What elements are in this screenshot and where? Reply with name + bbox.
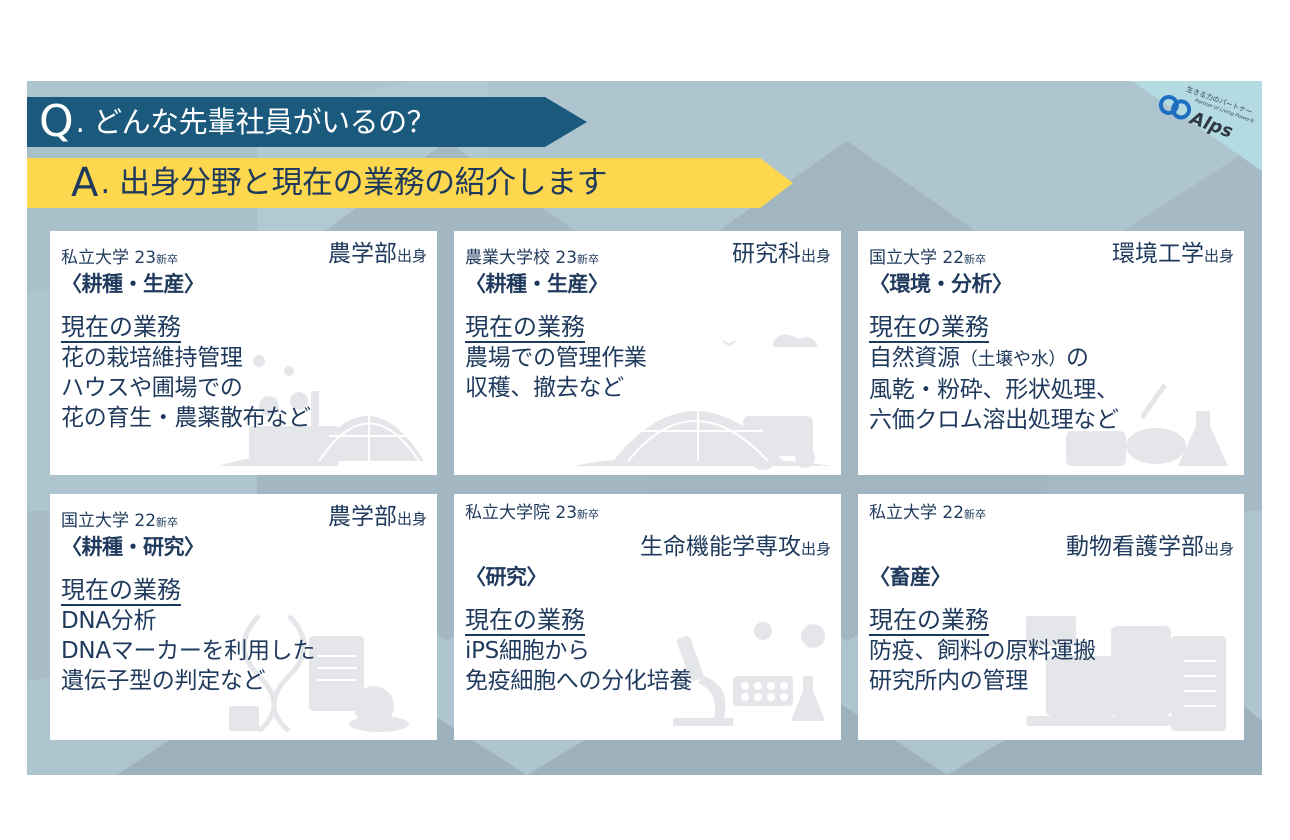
faculty-label: 生命機能学専攻出身 — [639, 534, 831, 560]
duty-line: 免疫細胞への分化培養 — [465, 668, 693, 694]
duty-line: 収穫、撤去など — [465, 375, 624, 401]
faculty-label: 農学部出身 — [327, 504, 427, 530]
category-label: 〈環境・分析〉 — [869, 272, 1013, 296]
duties-title: 現在の業務 — [869, 606, 989, 636]
alps-logo: 生きる力のパートナー Partner of Living Power® Alps — [1137, 81, 1262, 174]
faculty-label: 環境工学出身 — [1111, 241, 1234, 267]
duty-line: 自然資源（土壌や水）の — [869, 345, 1089, 371]
dna-lab-icon — [229, 614, 409, 733]
question-banner: Q . どんな先輩社員がいるの？ — [27, 97, 587, 147]
duty-line: 研究所内の管理 — [869, 668, 1028, 694]
school-label: 私立大学 22新卒 — [869, 503, 987, 523]
microscope-cells-icon — [673, 622, 825, 726]
category-label: 〈耕種・生産〉 — [465, 272, 609, 296]
duty-line: 花の栽培維持管理 — [61, 345, 243, 371]
greenhouse-tractor-icon — [573, 334, 833, 470]
school-label: 国立大学 22新卒 — [61, 511, 179, 531]
profile-card-5: 私立大学院 23新卒 生命機能学専攻出身 〈研究〉 現在の業務 iPS細胞から … — [454, 494, 841, 740]
duty-line: 防疫、飼料の原料運搬 — [869, 638, 1097, 664]
profile-card-2: 農業大学校 23新卒 研究科出身 〈耕種・生産〉 現在の業務 農場での管理作業 … — [454, 231, 841, 475]
duty-line: DNAマーカーを利用した — [61, 638, 316, 664]
answer-text: . 出身分野と現在の業務の紹介します — [100, 165, 608, 201]
answer-letter: A — [71, 160, 99, 206]
faculty-label: 動物看護学部出身 — [1065, 534, 1234, 560]
duty-line: 風乾・粉砕、形状処理、 — [869, 377, 1119, 403]
school-label: 農業大学校 23新卒 — [465, 248, 600, 268]
question-letter: Q — [39, 96, 74, 147]
duties-title: 現在の業務 — [869, 313, 989, 343]
duty-line: iPS細胞から — [465, 638, 590, 664]
faculty-label: 農学部出身 — [327, 241, 427, 267]
duties-title: 現在の業務 — [465, 313, 585, 343]
category-label: 〈耕種・研究〉 — [61, 535, 205, 559]
duties-title: 現在の業務 — [61, 313, 181, 343]
duty-line: 農場での管理作業 — [465, 345, 647, 371]
school-label: 国立大学 22新卒 — [869, 248, 987, 268]
school-label: 私立大学 23新卒 — [61, 248, 179, 268]
duty-line: DNA分析 — [61, 608, 157, 634]
duty-line: 六価クロム溶出処理など — [869, 407, 1119, 433]
duty-line: 花の育生・農薬散布など — [61, 405, 311, 431]
greenhouse-flowers-icon — [219, 355, 424, 466]
answer-banner: A . 出身分野と現在の業務の紹介します — [27, 158, 793, 208]
profile-card-3: 国立大学 22新卒 環境工学出身 〈環境・分析〉 現在の業務 自然資源（土壌や水… — [858, 231, 1244, 475]
category-label: 〈畜産〉 — [869, 565, 952, 589]
faculty-label: 研究科出身 — [731, 241, 831, 267]
question-text: . どんな先輩社員がいるの？ — [75, 105, 436, 139]
duties-title: 現在の業務 — [465, 606, 585, 636]
lab-flask-dropper-icon — [1066, 383, 1228, 466]
school-label: 私立大学院 23新卒 — [465, 503, 600, 523]
livestock-feed-checklist-icon — [1026, 616, 1226, 731]
duties-title: 現在の業務 — [61, 576, 181, 606]
category-label: 〈研究〉 — [465, 565, 548, 589]
logo-rings-icon — [1158, 94, 1192, 120]
profile-card-1: 私立大学 23新卒 農学部出身 〈耕種・生産〉 現在の業務 花の栽培維持管理 ハ… — [50, 231, 437, 475]
duty-line: ハウスや圃場での — [61, 375, 243, 401]
profile-card-4: 国立大学 22新卒 農学部出身 〈耕種・研究〉 現在の業務 DNA分析 DNAマ… — [50, 494, 437, 740]
duty-line: 遺伝子型の判定など — [61, 668, 266, 694]
category-label: 〈耕種・生産〉 — [61, 272, 205, 296]
profile-card-6: 私立大学 22新卒 動物看護学部出身 〈畜産〉 現在の業務 防疫、飼料の原料運搬… — [858, 494, 1244, 740]
